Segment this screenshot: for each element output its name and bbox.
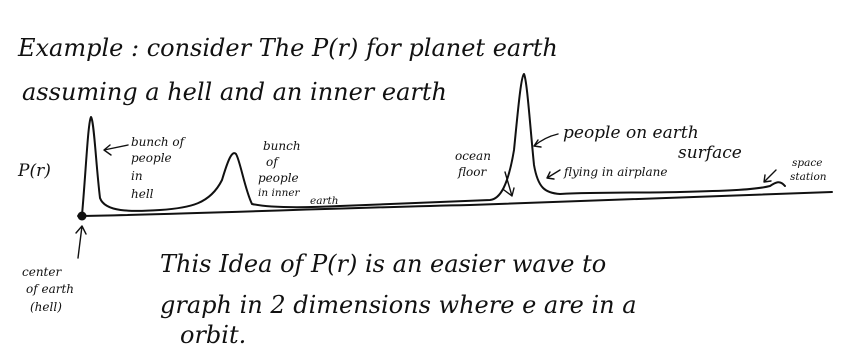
label-inner-4: in inner [258, 187, 301, 199]
label-inner-5: earth [310, 195, 338, 207]
arrow-to-hell-peak [103, 144, 129, 156]
heading-line-1: Example : consider The P(r) for planet e… [17, 34, 558, 62]
label-center-1: center [22, 265, 62, 279]
probability-curve [81, 73, 786, 216]
label-inner-2: of [266, 155, 280, 169]
label-surface-1: people on earth [563, 123, 699, 143]
label-space-1: space [792, 157, 822, 169]
axis-label-p-of-r: P(r) [17, 161, 51, 181]
arrow-to-surface-peak [533, 133, 559, 148]
r-axis-line [77, 191, 833, 217]
arrow-to-space-station [763, 169, 777, 183]
label-surface-2: surface [678, 143, 742, 163]
note-line-1: This Idea of P(r) is an easier wave to [160, 250, 606, 278]
label-hell-1: bunch of [131, 135, 187, 149]
label-hell-3: in [131, 169, 143, 183]
label-space-2: station [790, 171, 827, 183]
label-hell-4: hell [131, 187, 154, 201]
arrow-to-center [75, 225, 87, 259]
label-center-2: of earth [26, 282, 74, 296]
center-point-marker [77, 211, 87, 221]
label-ocean-1: ocean [455, 149, 491, 163]
note-line-2: graph in 2 dimensions where e are in a [160, 291, 637, 319]
label-inner-3: people [258, 171, 299, 185]
label-hell-2: people [131, 151, 172, 165]
arrow-to-airplane [546, 169, 561, 180]
note-line-3: orbit. [180, 321, 246, 346]
label-ocean-2: floor [457, 165, 487, 179]
heading-line-2: assuming a hell and an inner earth [22, 78, 447, 106]
label-inner-1: bunch [263, 139, 301, 153]
label-flying: flying in airplane [563, 165, 667, 179]
arrow-to-ocean-floor [503, 171, 515, 197]
label-center-3: (hell) [30, 300, 62, 314]
